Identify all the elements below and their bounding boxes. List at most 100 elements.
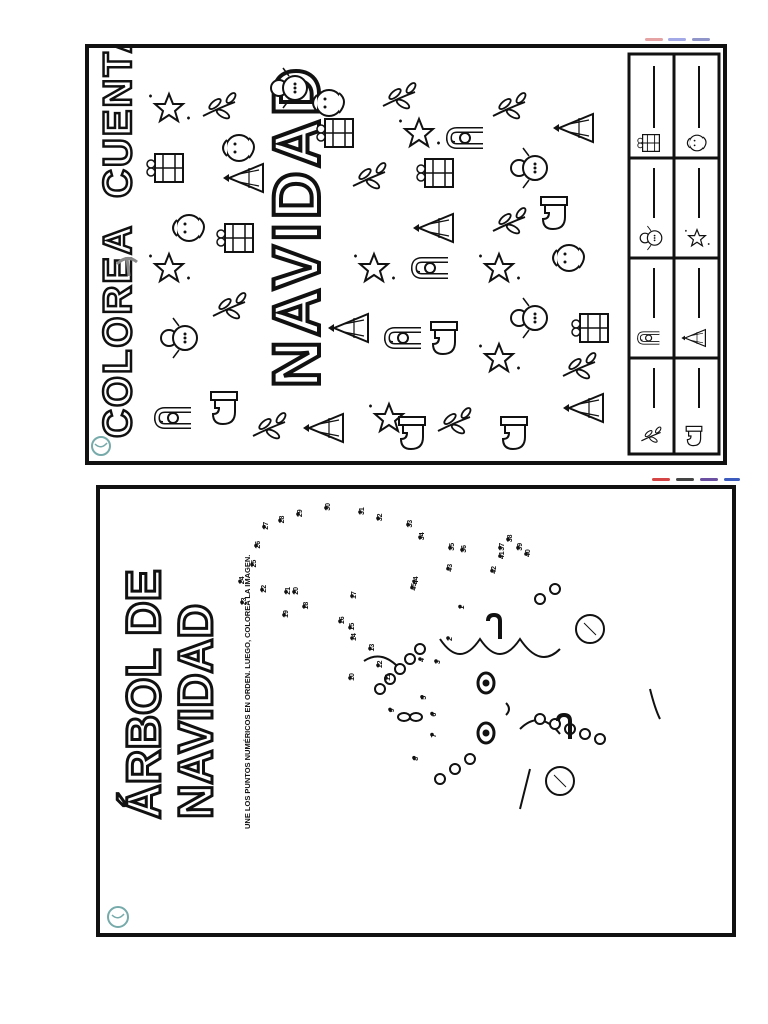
holly-leaf-icon (212, 290, 249, 322)
dot[interactable] (368, 646, 372, 651)
santa-icon (172, 214, 205, 242)
globe-logo-icon (107, 906, 129, 928)
holly-leaf-icon (252, 410, 289, 442)
dot[interactable] (410, 585, 414, 590)
dot[interactable] (338, 619, 342, 623)
dot[interactable] (412, 579, 416, 584)
dot[interactable] (458, 604, 462, 609)
dot[interactable] (446, 636, 450, 640)
dot[interactable] (348, 676, 352, 680)
dot[interactable] (324, 506, 328, 510)
candy-cane-icon (387, 330, 421, 346)
dot-number-label: 33 (407, 520, 414, 528)
dot-number-label: 8 (413, 757, 420, 761)
bottom-corner-dash-purple (700, 478, 718, 481)
dot-number-label: 44 (413, 576, 420, 584)
dot[interactable] (506, 537, 510, 542)
stocking-icon (540, 196, 568, 230)
dot-number-label: 1 (459, 606, 466, 610)
dot[interactable] (430, 711, 434, 716)
dot-number-label: 12 (377, 660, 384, 668)
dot-number-label: 3 (435, 660, 442, 664)
holly-leaf-icon (492, 205, 529, 237)
gift-icon (416, 158, 454, 188)
dot[interactable] (262, 524, 266, 529)
santa-icon (222, 134, 255, 162)
dot[interactable] (254, 543, 258, 548)
dot[interactable] (498, 545, 502, 550)
tree-partial-drawing (363, 583, 661, 810)
dot-number-label: 26 (255, 541, 262, 549)
dot[interactable] (460, 548, 464, 552)
holly-leaf-icon (437, 405, 474, 437)
dot[interactable] (348, 625, 352, 630)
dot[interactable] (376, 663, 380, 668)
dot[interactable] (278, 518, 282, 523)
dot[interactable] (296, 512, 300, 516)
bottom-corner-dash-red (652, 478, 670, 481)
christmas-tree-icon (327, 313, 369, 343)
dot[interactable] (376, 516, 380, 521)
dot[interactable] (358, 510, 362, 514)
dot-number-label: 39 (517, 543, 524, 551)
holly-leaf-icon (382, 80, 419, 112)
dot-number-label: 38 (507, 534, 514, 542)
dot-number-label: 18 (303, 602, 310, 610)
dot-number-label: 40 (525, 549, 532, 557)
dot-number-label: 7 (431, 734, 438, 738)
dot-number-label: 4 (419, 658, 426, 662)
dot[interactable] (524, 552, 528, 556)
dot[interactable] (498, 554, 502, 558)
title-cuenta: CUENTA (96, 48, 140, 198)
title-navidad: NAVIDAD (259, 64, 333, 388)
dot[interactable] (420, 695, 424, 699)
star-icon (148, 93, 191, 122)
dot[interactable] (350, 636, 354, 640)
dot[interactable] (384, 676, 388, 680)
dot[interactable] (284, 590, 288, 594)
dot-number-label: 34 (419, 532, 426, 540)
dot[interactable] (448, 545, 452, 550)
dot[interactable] (430, 732, 434, 737)
dot[interactable] (240, 600, 244, 605)
dot[interactable] (446, 566, 450, 571)
top-corner-dash-navy (692, 38, 710, 41)
dot-number-label: 21 (285, 587, 292, 595)
stocking-icon (500, 416, 528, 450)
dot[interactable] (260, 587, 264, 592)
dot[interactable] (490, 569, 494, 573)
dot-number-label: 25 (251, 560, 258, 568)
tree-face (476, 671, 510, 745)
dot[interactable] (434, 659, 438, 663)
holly-leaf-icon (492, 90, 529, 122)
dot-number-label: 43 (447, 564, 454, 572)
globe-logo-icon (91, 436, 111, 456)
dot[interactable] (250, 562, 254, 567)
gift-icon (571, 313, 609, 343)
dot[interactable] (292, 590, 296, 594)
dot-number-label: 42 (491, 566, 498, 574)
dot-number-label: 29 (297, 509, 304, 517)
dot-number-label: 24 (239, 576, 246, 584)
dot-number-label: 14 (351, 633, 358, 641)
dot-number-label: 45 (411, 583, 418, 591)
dot-number-label: 6 (431, 713, 438, 717)
title-arbol-de: ÁRBOL DE (117, 569, 171, 819)
dot-number-label: 27 (263, 522, 270, 530)
dot[interactable] (282, 613, 286, 617)
dot-number-label: 31 (359, 507, 366, 515)
dot[interactable] (406, 522, 410, 527)
dot-number-label: 5 (421, 696, 428, 700)
dot[interactable] (418, 535, 422, 539)
dot-number-label: 41 (499, 551, 506, 559)
dot[interactable] (350, 594, 354, 598)
dot[interactable] (238, 579, 242, 584)
dot[interactable] (388, 707, 392, 712)
dot[interactable] (516, 545, 520, 550)
dot[interactable] (412, 755, 416, 760)
stocking-icon (210, 391, 238, 425)
dot-number-label: 19 (283, 610, 290, 618)
dot[interactable] (302, 604, 306, 609)
snowman-icon (160, 317, 198, 359)
dot[interactable] (418, 657, 422, 661)
